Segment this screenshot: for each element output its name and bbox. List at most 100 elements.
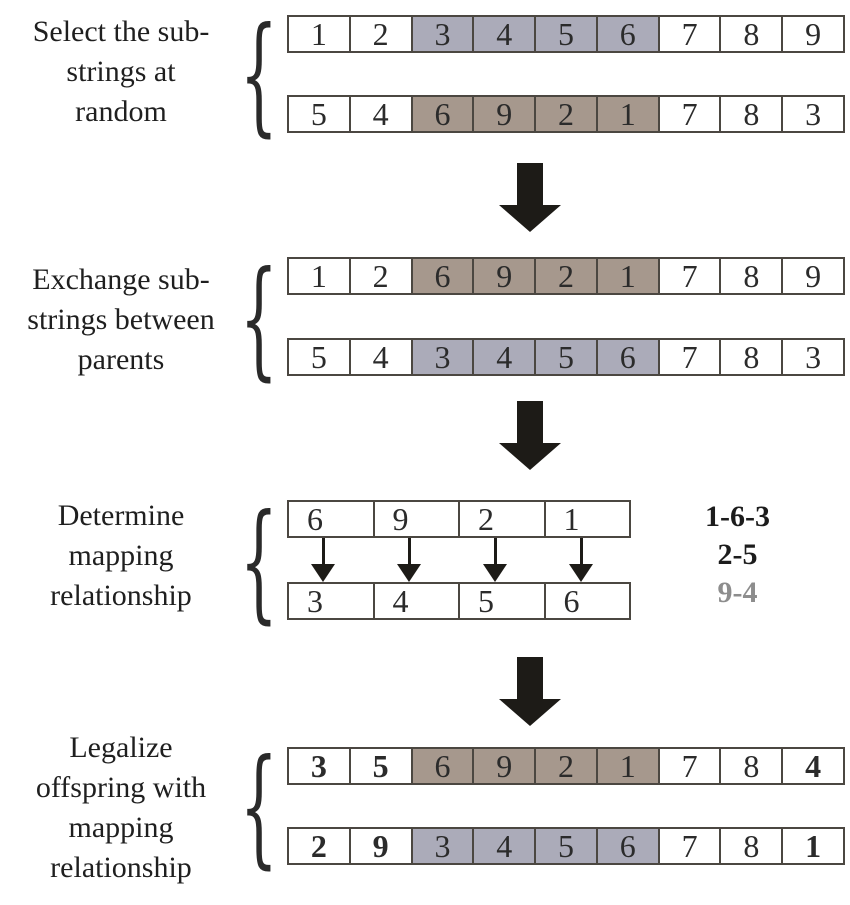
gene-cell: 3 [781,96,844,132]
gene-cell-selected: 6 [410,96,473,132]
gene-cell: 9 [372,501,458,537]
gene-cell: 1 [543,501,629,537]
left-curly-brace-icon: { [239,486,279,636]
mapping-down-arrow-icon [569,538,593,582]
step2-brace: { [238,243,280,393]
gene-cell-selected: 5 [534,828,596,864]
arrow-stem [517,401,543,443]
gene-cell-selected: 5 [534,16,596,52]
step1-brace: { [238,0,280,149]
gene-cell-selected: 3 [410,16,473,52]
mapping-down-arrow-icon [397,538,421,582]
step2-label-line: strings between [27,303,215,336]
gene-cell: 8 [719,16,782,52]
gene-cell-selected: 4 [472,339,535,375]
arrow-stem [579,538,583,564]
gene-cell: 8 [719,828,782,864]
gene-cell: 5 [289,339,349,375]
gene-cell: 5 [289,96,349,132]
gene-cell-selected: 4 [472,16,535,52]
step2-label-line: parents [77,343,165,376]
step4-label-line: relationship [50,851,192,884]
gene-cell: 7 [657,828,720,864]
step1-label-line: random [75,95,167,128]
gene-cell-changed: 4 [781,748,844,784]
step1-label-line: Select the sub- [32,15,210,48]
arrow-head [499,443,561,470]
step4-label: Legalize offspring with mapping relation… [0,728,242,888]
down-arrow-icon [499,163,561,232]
gene-cell: 6 [543,583,629,619]
offspring1-exchanged-string: 1 2 6 9 2 1 7 8 9 [287,257,845,295]
gene-cell: 5 [458,583,544,619]
gene-cell: 8 [719,339,782,375]
gene-cell: 3 [289,583,373,619]
arrow-head [569,564,593,582]
gene-cell-selected: 9 [472,96,535,132]
gene-cell-selected: 6 [595,16,658,52]
gene-cell: 7 [657,96,720,132]
mapping-source-substring: 6 9 2 1 [287,500,631,538]
gene-cell-selected: 9 [472,258,535,294]
mapping-relation: 9-4 [717,576,758,609]
step3-label-line: relationship [50,579,192,612]
gene-cell: 8 [719,748,782,784]
legalized-offspring2-string: 2 9 3 4 5 6 7 8 1 [287,827,845,865]
parent1-string: 1 2 3 4 5 6 7 8 9 [287,15,845,53]
gene-cell: 8 [719,96,782,132]
mapping-down-arrow-icon [483,538,507,582]
gene-cell: 2 [458,501,544,537]
step4-label-line: Legalize [69,731,173,764]
gene-cell-selected: 2 [534,748,596,784]
arrow-head [499,699,561,726]
gene-cell-selected: 6 [410,748,473,784]
gene-cell-changed: 2 [289,828,349,864]
gene-cell: 6 [289,501,373,537]
gene-cell-changed: 9 [348,828,411,864]
down-arrow-icon [499,401,561,470]
gene-cell-selected: 3 [410,828,473,864]
left-curly-brace-icon: { [239,243,279,393]
down-arrow-icon [499,657,561,726]
arrow-head [499,205,561,232]
mapping-relation-list: 1-6-3 2-5 9-4 [675,498,800,612]
gene-cell: 7 [657,339,720,375]
arrow-head [397,564,421,582]
mapping-relation: 1-6-3 [705,500,770,533]
step1-label: Select the sub- strings at random [0,12,242,132]
gene-cell: 7 [657,16,720,52]
gene-cell: 2 [348,16,411,52]
gene-cell-selected: 2 [534,96,596,132]
legalized-offspring1-string: 3 5 6 9 2 1 7 8 4 [287,747,845,785]
mapping-target-substring: 3 4 5 6 [287,582,631,620]
arrow-head [311,564,335,582]
gene-cell: 8 [719,258,782,294]
step1-label-line: strings at [66,55,176,88]
step3-label-line: Determine [57,499,185,532]
mapping-relation: 2-5 [717,538,758,571]
arrow-stem [493,538,497,564]
gene-cell-selected: 2 [534,258,596,294]
gene-cell: 7 [657,748,720,784]
step3-label: Determine mapping relationship [0,496,242,616]
gene-cell-selected: 1 [595,258,658,294]
gene-cell-changed: 1 [781,828,844,864]
arrow-head [483,564,507,582]
gene-cell: 1 [289,258,349,294]
gene-cell: 3 [781,339,844,375]
arrow-stem [321,538,325,564]
arrow-stem [517,163,543,205]
step2-label-line: Exchange sub- [32,263,210,296]
step4-brace: { [238,731,280,881]
arrow-stem [407,538,411,564]
gene-cell-selected: 9 [472,748,535,784]
offspring2-exchanged-string: 5 4 3 4 5 6 7 8 3 [287,338,845,376]
left-curly-brace-icon: { [239,0,279,149]
gene-cell: 1 [289,16,349,52]
gene-cell-selected: 4 [472,828,535,864]
mapping-down-arrow-icon [311,538,335,582]
gene-cell-selected: 3 [410,339,473,375]
step4-label-line: mapping [68,811,174,844]
gene-cell-selected: 6 [410,258,473,294]
